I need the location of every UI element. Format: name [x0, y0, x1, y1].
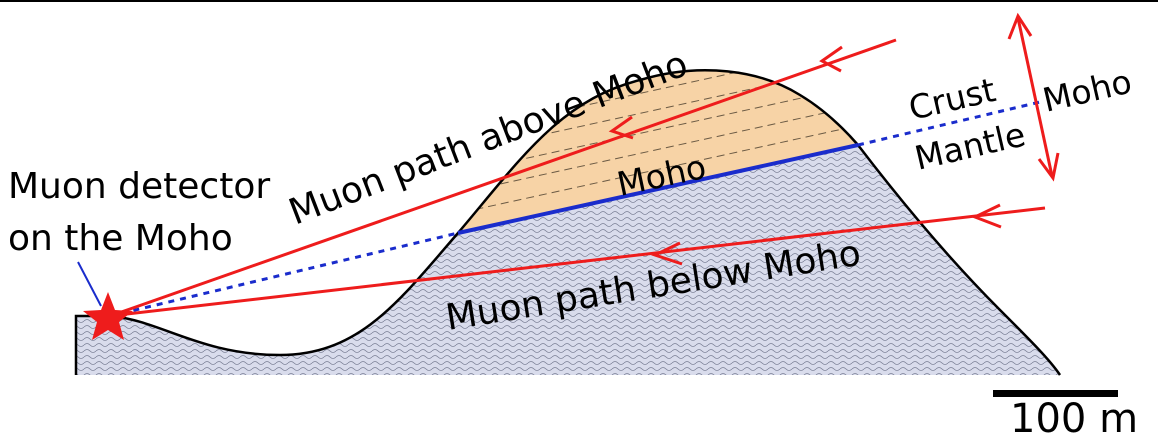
moho-boundary-line — [457, 143, 859, 235]
crust-label: Crust — [905, 70, 999, 128]
detector-label-line2: on the Moho — [8, 218, 233, 259]
double-headed-arrow-icon — [1007, 12, 1060, 182]
detector-pointer-line — [77, 261, 102, 307]
muon-path-below — [109, 203, 1046, 318]
mountain-outline — [74, 69, 1062, 376]
scale-bar-label: 100 m — [1010, 396, 1138, 435]
detector-label-line1: Muon detector — [8, 166, 270, 207]
red-star-icon — [83, 292, 133, 340]
muon-path-above — [109, 38, 897, 318]
moho-right-label: Moho — [1039, 62, 1135, 120]
scale-bar — [993, 390, 1118, 397]
